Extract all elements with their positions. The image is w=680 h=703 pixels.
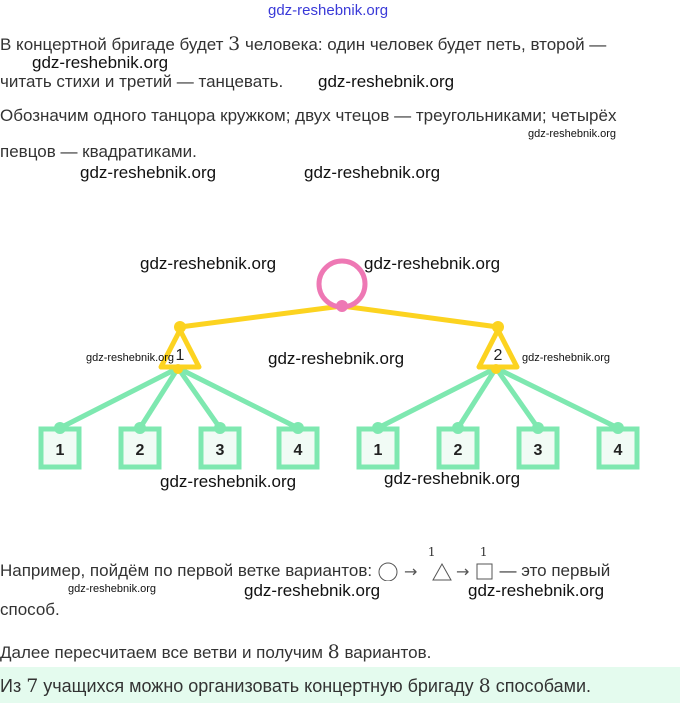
arrow-icon: → (456, 562, 469, 581)
watermark: gdz-reshebnik.org (468, 581, 605, 600)
triangle-label: 2 (494, 347, 503, 364)
path-symbols: → → 1 1 (377, 545, 495, 581)
superscript-1: 1 (427, 545, 436, 559)
green-branch (376, 365, 498, 431)
paragraph-1-line-2: читать стихи и третий — танцевать. (0, 72, 284, 91)
green-branch (455, 366, 499, 430)
watermark: gdz-reshebnik.org (384, 469, 521, 488)
answer-box (0, 667, 680, 703)
green-branch (137, 366, 181, 430)
node-dot (54, 422, 66, 434)
square-label: 4 (294, 442, 303, 459)
node-dot (491, 364, 501, 374)
node-dot (492, 321, 504, 333)
answer-text: Из 7 учащихся можно организовать концерт… (0, 675, 592, 697)
node-dot (174, 321, 186, 333)
circle-symbol (378, 562, 398, 581)
singer-square (276, 426, 320, 470)
node-dot (134, 422, 146, 434)
square-label: 3 (534, 442, 543, 459)
paragraph-3-line-2: способ. (0, 600, 60, 619)
yellow-branch (179, 303, 343, 330)
yellow-branch (341, 303, 499, 330)
arrow-icon: → (404, 562, 417, 581)
square-label: 1 (56, 442, 65, 459)
watermark: gdz-reshebnik.org (522, 352, 611, 364)
watermark: gdz-reshebnik.org (268, 349, 405, 368)
watermark: gdz-reshebnik.org (364, 254, 501, 273)
watermark: gdz-reshebnik.org (86, 352, 175, 364)
paragraph-2-line-2: певцов — квадратиками. (0, 142, 197, 161)
paragraph-3-line-1: Например, пойдём по первой ветке вариант… (0, 545, 611, 581)
square-label: 2 (136, 442, 145, 459)
paragraph-4: Далее пересчитаем все ветви и получим 8 … (0, 641, 432, 663)
triangle-label: 1 (176, 347, 185, 364)
green-branch (175, 366, 223, 430)
node-dot (336, 300, 348, 312)
node-dot (452, 422, 464, 434)
watermark: gdz-reshebnik.org (318, 72, 455, 91)
watermark: gdz-reshebnik.org (160, 472, 297, 491)
watermark: gdz-reshebnik.org (304, 163, 441, 182)
watermark: gdz-reshebnik.org (244, 581, 381, 600)
singer-square (38, 426, 82, 470)
square-symbol (476, 563, 493, 580)
square-label: 2 (454, 442, 463, 459)
triangle-symbol (431, 562, 452, 581)
node-dot (532, 422, 544, 434)
node-dot (214, 422, 226, 434)
watermark: gdz-reshebnik.org (32, 53, 169, 72)
superscript-2: 1 (479, 545, 488, 559)
square-label: 1 (374, 442, 383, 459)
square-label: 4 (614, 442, 623, 459)
singer-square (118, 426, 162, 470)
node-dot (292, 422, 304, 434)
green-branch (494, 365, 620, 431)
node-dot (372, 422, 384, 434)
green-branch (493, 366, 541, 430)
watermark: gdz-reshebnik.org (80, 163, 217, 182)
watermark: gdz-reshebnik.org (528, 128, 617, 140)
paragraph-2-line-1: Обозначим одного танцора кружком; двух ч… (0, 106, 617, 125)
square-label: 3 (216, 442, 225, 459)
watermark: gdz-reshebnik.org (140, 254, 277, 273)
green-branch (176, 365, 300, 431)
node-dot (612, 422, 624, 434)
green-branch (58, 365, 180, 431)
watermark: gdz-reshebnik.org (268, 2, 389, 19)
watermark: gdz-reshebnik.org (68, 583, 157, 595)
node-dot (173, 364, 183, 374)
paragraph-1-line-1: В концертной бригаде будет 3 человека: о… (0, 33, 607, 55)
